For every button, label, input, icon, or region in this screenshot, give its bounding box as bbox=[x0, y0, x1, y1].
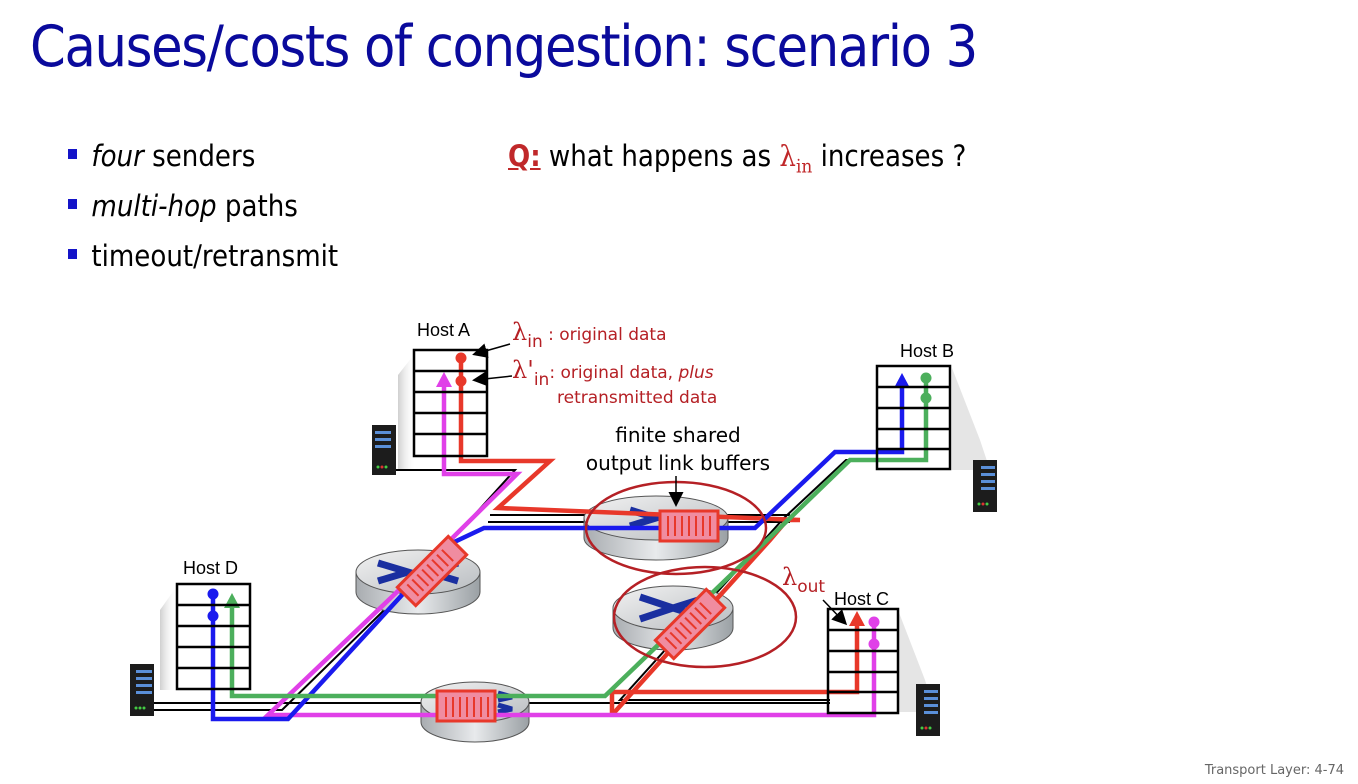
highlight-ellipse-middle bbox=[612, 565, 798, 669]
host-d-box bbox=[175, 582, 252, 691]
bullet-square-icon bbox=[68, 249, 77, 259]
host-a-box bbox=[412, 348, 489, 458]
question-label: Q: bbox=[508, 139, 541, 173]
buffer-left bbox=[395, 534, 469, 608]
annotation-buffers-line1: finite shared bbox=[615, 423, 740, 447]
lambda-prime-symbol: λ' bbox=[512, 356, 534, 384]
red-arrowhead bbox=[849, 611, 865, 626]
host-b-box bbox=[875, 364, 952, 471]
lambda-in-prime-text: : original data, bbox=[549, 363, 678, 383]
red-source-dot bbox=[455, 352, 467, 364]
green-source-dot-2 bbox=[920, 392, 932, 404]
bullet-square-icon bbox=[68, 149, 77, 159]
question: Q: what happens as λin increases ? bbox=[508, 136, 966, 188]
magenta-source-dot bbox=[868, 616, 880, 628]
flow-blue-d-to-b bbox=[210, 385, 905, 722]
slide-title: Causes/costs of congestion: scenario 3 bbox=[30, 14, 978, 80]
annotation-arrow-lambda-in-prime bbox=[472, 371, 513, 387]
slide-footer: Transport Layer: 4-74 bbox=[1204, 763, 1344, 778]
bullet-item: multi-hop paths bbox=[68, 186, 338, 236]
host-c-label: Host C bbox=[834, 589, 889, 609]
annotation-buffers-line2: output link buffers bbox=[586, 451, 770, 475]
server-icon-host-d bbox=[130, 664, 154, 716]
flow-green-b-to-d bbox=[229, 378, 929, 699]
annotation-lambda-out: λout bbox=[782, 563, 825, 597]
red-source-dot-2 bbox=[455, 375, 467, 387]
lambda-in-text: : original data bbox=[543, 325, 667, 345]
bullet-text: timeout/retransmit bbox=[91, 239, 339, 273]
host-d-shadow bbox=[160, 586, 177, 690]
annotation-lambda-in: λin : original data bbox=[512, 318, 667, 352]
annotation-arrow-lambda-out bbox=[822, 599, 848, 626]
bullet-emphasis: multi-hop bbox=[91, 189, 217, 223]
buffer-top bbox=[658, 509, 720, 543]
blue-source-dot-2 bbox=[207, 610, 219, 622]
bullet-emphasis: four bbox=[91, 139, 144, 173]
flow-magenta-c-to-a bbox=[262, 383, 877, 718]
question-text-before: what happens as bbox=[540, 139, 780, 173]
magenta-arrowhead bbox=[436, 372, 452, 387]
question-text-after: increases ? bbox=[812, 139, 967, 173]
bullet-item: four senders bbox=[68, 136, 338, 186]
blue-source-dot bbox=[207, 588, 219, 600]
bullet-text: senders bbox=[143, 139, 256, 173]
bullet-item: timeout/retransmit bbox=[68, 236, 338, 286]
bullet-text: paths bbox=[216, 189, 298, 223]
green-source-dot bbox=[920, 372, 932, 384]
bullet-list: four senders multi-hop paths timeout/ret… bbox=[68, 136, 368, 286]
lambda-out-symbol: λ bbox=[782, 563, 797, 591]
host-d-label: Host D bbox=[183, 558, 238, 578]
lambda-prime-subscript: in bbox=[534, 370, 550, 390]
magenta-source-dot-2 bbox=[868, 638, 880, 650]
network-links bbox=[150, 459, 876, 711]
lambda-in-prime-emphasis: plus bbox=[678, 363, 714, 383]
lambda-symbol: λ bbox=[512, 318, 527, 346]
annotation-lambda-in-prime-line2: retransmitted data bbox=[557, 388, 717, 408]
lambda-out-subscript: out bbox=[797, 577, 825, 597]
buffer-bottom bbox=[435, 689, 497, 723]
server-icon-host-c bbox=[916, 684, 940, 736]
flow-endpoints bbox=[207, 352, 932, 650]
blue-arrowhead bbox=[894, 373, 910, 388]
lambda-subscript: in bbox=[795, 156, 813, 178]
lambda-symbol: λ bbox=[779, 139, 796, 173]
bullet-square-icon bbox=[68, 199, 77, 209]
lambda-subscript: in bbox=[527, 332, 543, 352]
host-a-label: Host A bbox=[417, 320, 470, 340]
annotation-lambda-in-prime: λ'in: original data, plus bbox=[512, 356, 714, 390]
host-a-shadow bbox=[398, 352, 416, 470]
buffer-middle bbox=[653, 587, 727, 661]
server-icon-host-a bbox=[372, 425, 396, 475]
host-c-box bbox=[826, 607, 900, 715]
server-icon-host-b bbox=[973, 460, 997, 512]
host-b-shadow bbox=[952, 368, 990, 470]
host-b-label: Host B bbox=[900, 341, 954, 361]
annotation-arrow-lambda-in bbox=[472, 343, 511, 358]
